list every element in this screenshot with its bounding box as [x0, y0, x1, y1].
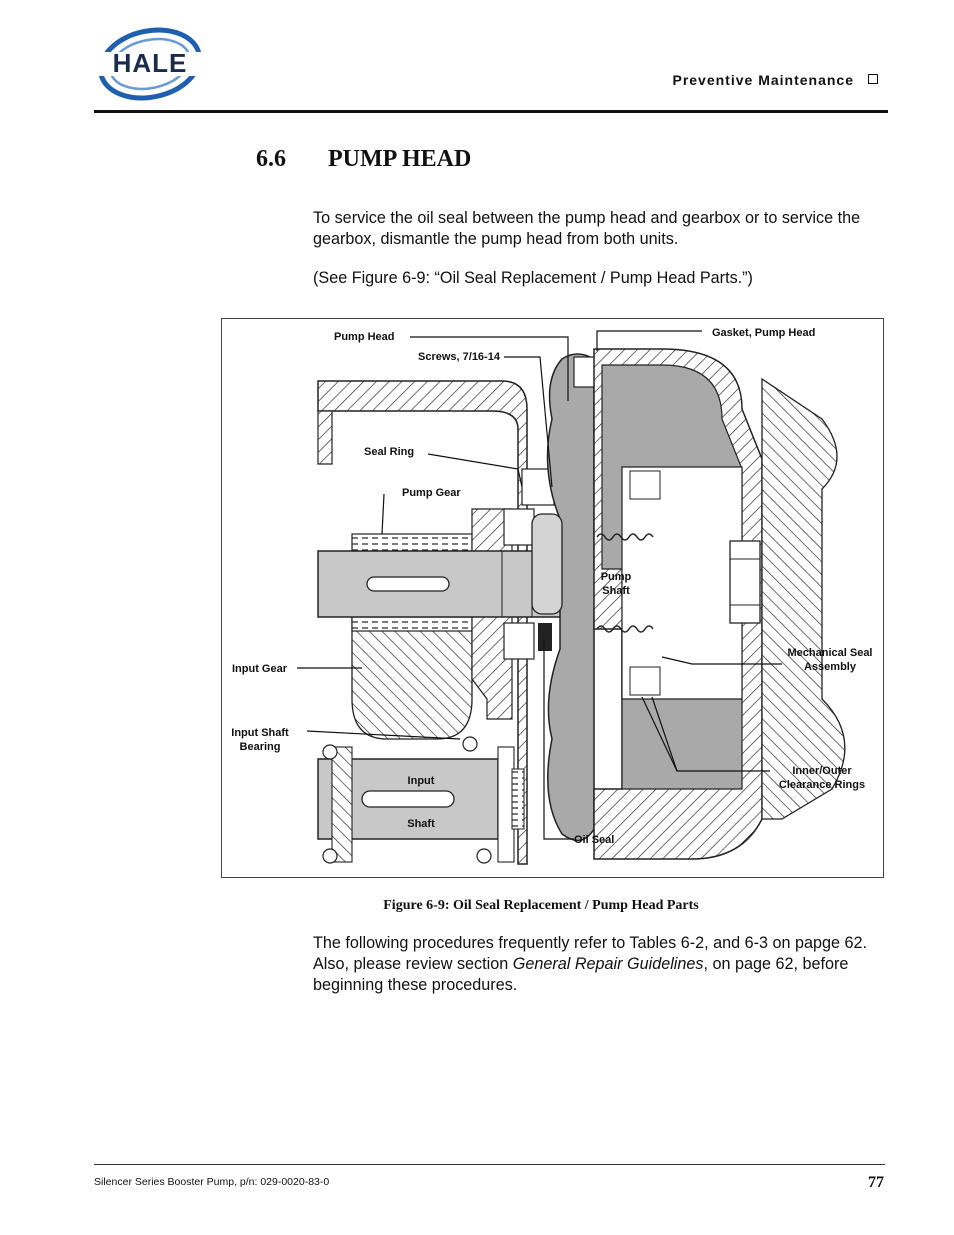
label-input-shaft-bearing-2: Bearing [240, 741, 281, 753]
label-pump-shaft-1: Pump [601, 571, 632, 583]
procedures-paragraph: The following procedures frequently refe… [313, 934, 868, 994]
hale-logo: HALE [94, 26, 206, 102]
running-header: Preventive Maintenance [672, 72, 878, 88]
label-seal-ring: Seal Ring [364, 446, 414, 458]
label-input-gear: Input Gear [232, 663, 288, 675]
label-input-shaft-2: Shaft [407, 818, 435, 830]
label-input-shaft-bearing-1: Input Shaft [231, 727, 289, 739]
figure-caption: Figure 6-9: Oil Seal Replacement / Pump … [383, 898, 699, 913]
label-gasket: Gasket, Pump Head [712, 327, 815, 339]
label-clearance-rings-1: Inner/Outer [792, 765, 852, 777]
page-number: 77 [868, 1174, 884, 1191]
header-rule [94, 110, 888, 113]
label-pump-shaft-2: Shaft [602, 585, 630, 597]
section-title: PUMP HEAD [328, 146, 472, 172]
label-pump-head: Pump Head [334, 331, 395, 343]
pump-head-figure: Pump Head Screws, 7/16-14 Gasket, Pump H… [221, 318, 884, 878]
checkbox-glyph [868, 74, 878, 84]
label-mech-seal-1: Mechanical Seal [788, 647, 873, 659]
footer-document-title: Silencer Series Booster Pump, p/n: 029-0… [94, 1176, 330, 1188]
running-header-title: Preventive Maintenance [672, 72, 854, 88]
label-input-shaft-1: Input [408, 775, 435, 787]
figure-reference: (See Figure 6-9: “Oil Seal Replacement /… [313, 269, 753, 287]
label-clearance-rings-2: Clearance Rings [779, 779, 865, 791]
label-oil-seal: Oil Seal [574, 834, 614, 846]
input-gear [351, 616, 473, 740]
section-number: 6.6 [256, 146, 286, 172]
svg-text:HALE: HALE [113, 48, 188, 78]
label-mech-seal-2: Assembly [804, 661, 857, 673]
section-heading: 6.6 PUMP HEAD [256, 146, 471, 173]
general-repair-guidelines-ref: General Repair Guidelines [512, 955, 704, 973]
footer-rule [94, 1164, 885, 1165]
intro-paragraph: To service the oil seal between the pump… [313, 209, 861, 248]
label-screws: Screws, 7/16-14 [418, 351, 501, 363]
label-pump-gear: Pump Gear [402, 487, 461, 499]
